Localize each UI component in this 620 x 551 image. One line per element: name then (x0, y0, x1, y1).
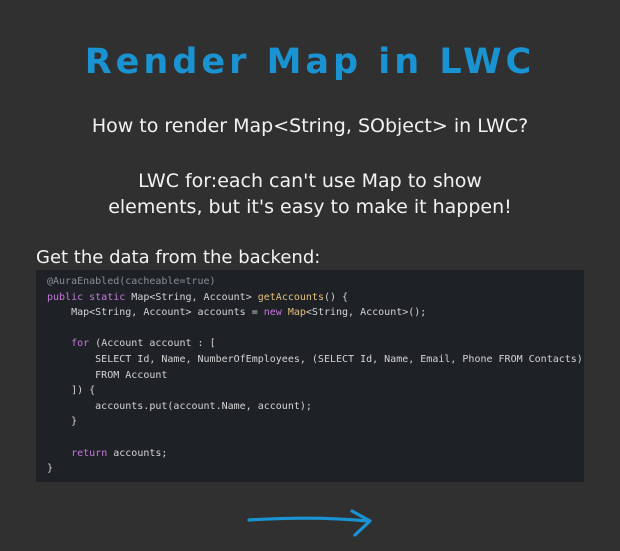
code-token: Map<String, Account> accounts = (47, 307, 264, 319)
subtitle: How to render Map<String, SObject> in LW… (91, 115, 529, 137)
code-line: public static Map<String, Account> getAc… (47, 290, 574, 306)
code-token: accounts; (107, 447, 168, 459)
code-token: @AuraEnabled(cacheable=true) (47, 276, 216, 287)
code-token: } (47, 416, 78, 428)
code-token: getAccounts (257, 291, 324, 303)
code-token: for (71, 338, 90, 350)
code-line (47, 430, 574, 446)
code-token: <String, Account>(); (305, 307, 427, 319)
code-line: ]) { (47, 383, 574, 399)
code-token: FROM Account (47, 369, 168, 381)
arrow-head (350, 509, 372, 537)
code-line: } (47, 414, 574, 430)
code-token: ]) { (47, 385, 96, 397)
section-label: Get the data from the backend: (36, 247, 321, 268)
code-token: new (263, 307, 282, 319)
code-line: return accounts; (47, 446, 574, 462)
arrow-shaft (247, 516, 370, 523)
code-block: @AuraEnabled(cacheable=true) public stati… (36, 270, 584, 482)
page-title: Render Map in LWC (84, 42, 536, 82)
code-line: for (Account account : [ (47, 336, 574, 352)
code-token (47, 338, 71, 349)
code-line: FROM Account (47, 368, 574, 384)
code-token: (Account account : [ (89, 338, 216, 350)
description-line-2: elements, but it's easy to make it happe… (108, 196, 512, 218)
code-line: Map<String, Account> accounts = new Map<… (47, 305, 574, 321)
code-token: SELECT Id, Name, NumberOfEmployees, (SEL… (47, 353, 583, 365)
code-line (47, 321, 574, 337)
code-line: } (47, 461, 574, 477)
arrow-right-icon (247, 509, 372, 537)
code-line: @AuraEnabled(cacheable=true) (47, 274, 574, 290)
code-token (47, 448, 71, 459)
code-token: return (71, 447, 108, 459)
code-token: Map<String, Account> (125, 291, 258, 303)
code-token: () { (323, 291, 349, 303)
description: LWC for:each can't use Map to show eleme… (0, 168, 620, 220)
code-token: } (47, 463, 54, 475)
code-token: accounts.put(account.Name, account); (47, 400, 312, 412)
code-line: accounts.put(account.Name, account); (47, 399, 574, 415)
code-token: Map (287, 307, 306, 319)
code-token: public static (47, 291, 126, 303)
code-line: SELECT Id, Name, NumberOfEmployees, (SEL… (47, 352, 583, 368)
description-line-1: LWC for:each can't use Map to show (138, 170, 482, 192)
